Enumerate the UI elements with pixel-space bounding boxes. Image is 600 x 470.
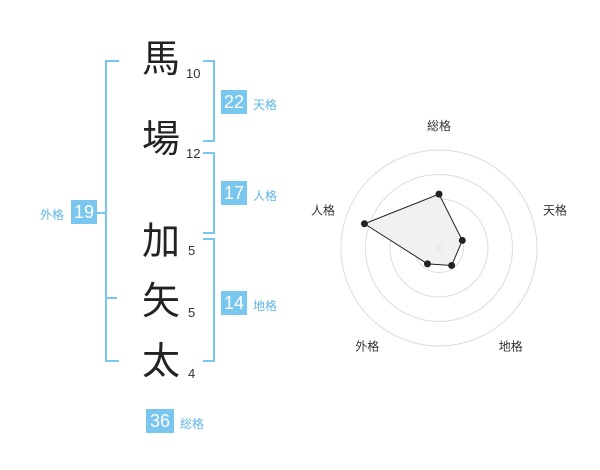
name-char-2: 場: [142, 117, 181, 161]
gaikaku-bracket: [105, 60, 119, 362]
radar-ring: [365, 174, 513, 322]
radar-point-5: [360, 220, 368, 228]
radar-rings: [340, 149, 538, 347]
name-char-1: 馬: [142, 37, 181, 81]
jinkaku-label: 人格: [253, 189, 278, 203]
radar-axis-label-1: 総格: [427, 118, 451, 133]
jinkaku-value: 17: [221, 181, 247, 205]
stroke-count-1: 10: [186, 66, 201, 81]
radar-axis-label-3: 地格: [499, 339, 523, 354]
radar-point-2: [458, 236, 466, 244]
soukaku-value: 36: [146, 409, 174, 433]
radar-series: [360, 190, 466, 269]
gaikaku-label: 外格: [40, 208, 65, 222]
radar-axis-label-2: 天格: [543, 202, 567, 217]
radar-point-1: [435, 190, 443, 198]
surname-divider-tick: [105, 297, 117, 299]
gaikaku-bracket-tick: [96, 212, 106, 214]
radar-axis-label-5: 人格: [311, 202, 335, 217]
jinkaku-bracket: [203, 152, 215, 234]
soukaku-label: 総格: [180, 417, 205, 431]
name-char-3: 加: [142, 219, 181, 263]
name-char-5: 太: [142, 339, 181, 383]
name-char-4: 矢: [142, 279, 181, 323]
chikaku-bracket: [203, 238, 215, 362]
stroke-count-2: 12: [186, 146, 201, 161]
radar-ring: [340, 149, 538, 347]
tenkaku-bracket: [203, 60, 215, 142]
radar-series-area: [363, 193, 463, 266]
radar-axis-label-4: 外格: [355, 339, 379, 354]
stroke-count-5: 4: [188, 366, 196, 381]
tenkaku-label: 天格: [253, 98, 278, 112]
gaikaku-value: 19: [71, 200, 97, 224]
stroke-count-4: 5: [188, 305, 196, 320]
radar-point-3: [448, 261, 456, 269]
chikaku-label: 地格: [253, 299, 278, 313]
radar-point-4: [423, 260, 431, 268]
tenkaku-value: 22: [221, 90, 247, 114]
stroke-count-3: 5: [188, 243, 196, 258]
chikaku-value: 14: [221, 291, 247, 315]
